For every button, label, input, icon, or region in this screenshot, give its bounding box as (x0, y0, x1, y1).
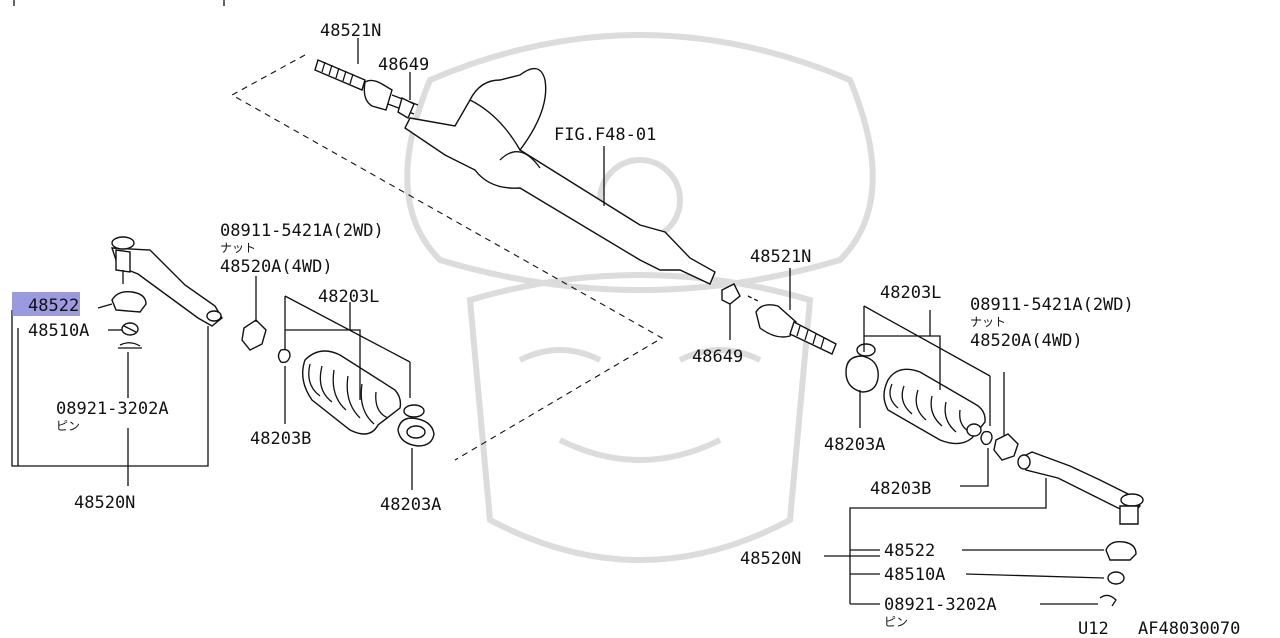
right-lock-washer (721, 283, 741, 305)
label-right-clamp[interactable]: 48203A (824, 435, 885, 455)
left-boot (302, 350, 402, 435)
label-left-cap[interactable]: 48522 (28, 296, 79, 316)
frame-corner-mark (13, 0, 225, 6)
footer-figure-code: AF48030070 (1138, 619, 1240, 638)
label-right-cap[interactable]: 48522 (884, 541, 935, 561)
left-cap (111, 290, 147, 313)
label-right-nut-4wd[interactable]: 48520A(4WD) (970, 331, 1083, 351)
label-top-inner-socket[interactable]: 48521N (320, 21, 381, 41)
label-right-lock-washer[interactable]: 48649 (692, 347, 743, 367)
right-boot (883, 368, 986, 445)
left-clamp (397, 417, 435, 447)
label-right-pin-kana: ピン (884, 615, 908, 629)
label-left-tie-rod-end[interactable]: 48520N (74, 493, 135, 513)
right-inner-socket (747, 295, 837, 355)
right-nut (993, 433, 1019, 461)
label-left-boot[interactable]: 48203L (318, 287, 379, 307)
label-right-nut-kana: ナット (970, 315, 1006, 329)
left-ring (277, 348, 291, 364)
label-left-ring[interactable]: 48203B (250, 429, 311, 449)
right-ring (980, 430, 993, 446)
label-left-nut2[interactable]: 48510A (28, 321, 89, 341)
label-top-lock-washer[interactable]: 48649 (378, 55, 429, 75)
label-right-inner-socket[interactable]: 48521N (750, 247, 811, 267)
top-inner-socket (314, 59, 419, 115)
selected-part-highlight[interactable] (12, 292, 80, 316)
label-left-clamp[interactable]: 48203A (380, 495, 441, 515)
label-left-nut-kana: ナット (220, 241, 256, 255)
left-pin (118, 342, 142, 349)
right-nut2 (1107, 571, 1125, 585)
rack-housing (404, 67, 716, 285)
rack-dashed-outline (230, 54, 664, 461)
right-clamp (845, 343, 879, 393)
top-lock-washer (397, 96, 415, 120)
label-left-nut-code[interactable]: 08911-5421A(2WD) (220, 221, 384, 241)
label-right-ring[interactable]: 48203B (870, 479, 931, 499)
footer-model: U12 (1078, 619, 1109, 638)
leader-lines (11, 38, 1105, 605)
right-cap (1105, 540, 1137, 561)
label-right-nut-code[interactable]: 08911-5421A(2WD) (970, 295, 1134, 315)
left-clamp-top (403, 404, 425, 418)
label-right-tie-rod-end[interactable]: 48520N (740, 549, 801, 569)
label-right-boot[interactable]: 48203L (880, 283, 941, 303)
left-nut (241, 319, 267, 351)
label-right-pin[interactable]: 08921-3202A (884, 595, 997, 615)
label-left-nut-4wd[interactable]: 48520A(4WD) (220, 257, 333, 277)
label-right-nut2[interactable]: 48510A (884, 565, 945, 585)
left-nut2 (121, 322, 139, 336)
right-tie-rod-end (1017, 451, 1144, 525)
label-left-pin-kana: ピン (56, 419, 80, 433)
label-left-pin[interactable]: 08921-3202A (56, 399, 169, 419)
right-pin (1099, 594, 1117, 607)
left-tie-rod-end (111, 236, 223, 327)
label-rack-ref[interactable]: FIG.F48-01 (554, 125, 656, 145)
